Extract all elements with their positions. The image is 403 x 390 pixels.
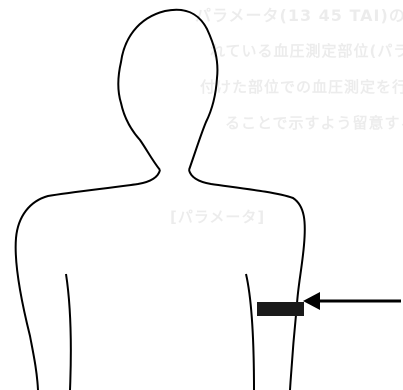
arrow-head-icon xyxy=(303,292,320,310)
torso-outline xyxy=(16,170,305,390)
measurement-band xyxy=(257,302,304,316)
left-inner-arm-line xyxy=(66,274,71,390)
right-inner-arm-line xyxy=(246,274,254,390)
head-outline xyxy=(118,10,217,170)
